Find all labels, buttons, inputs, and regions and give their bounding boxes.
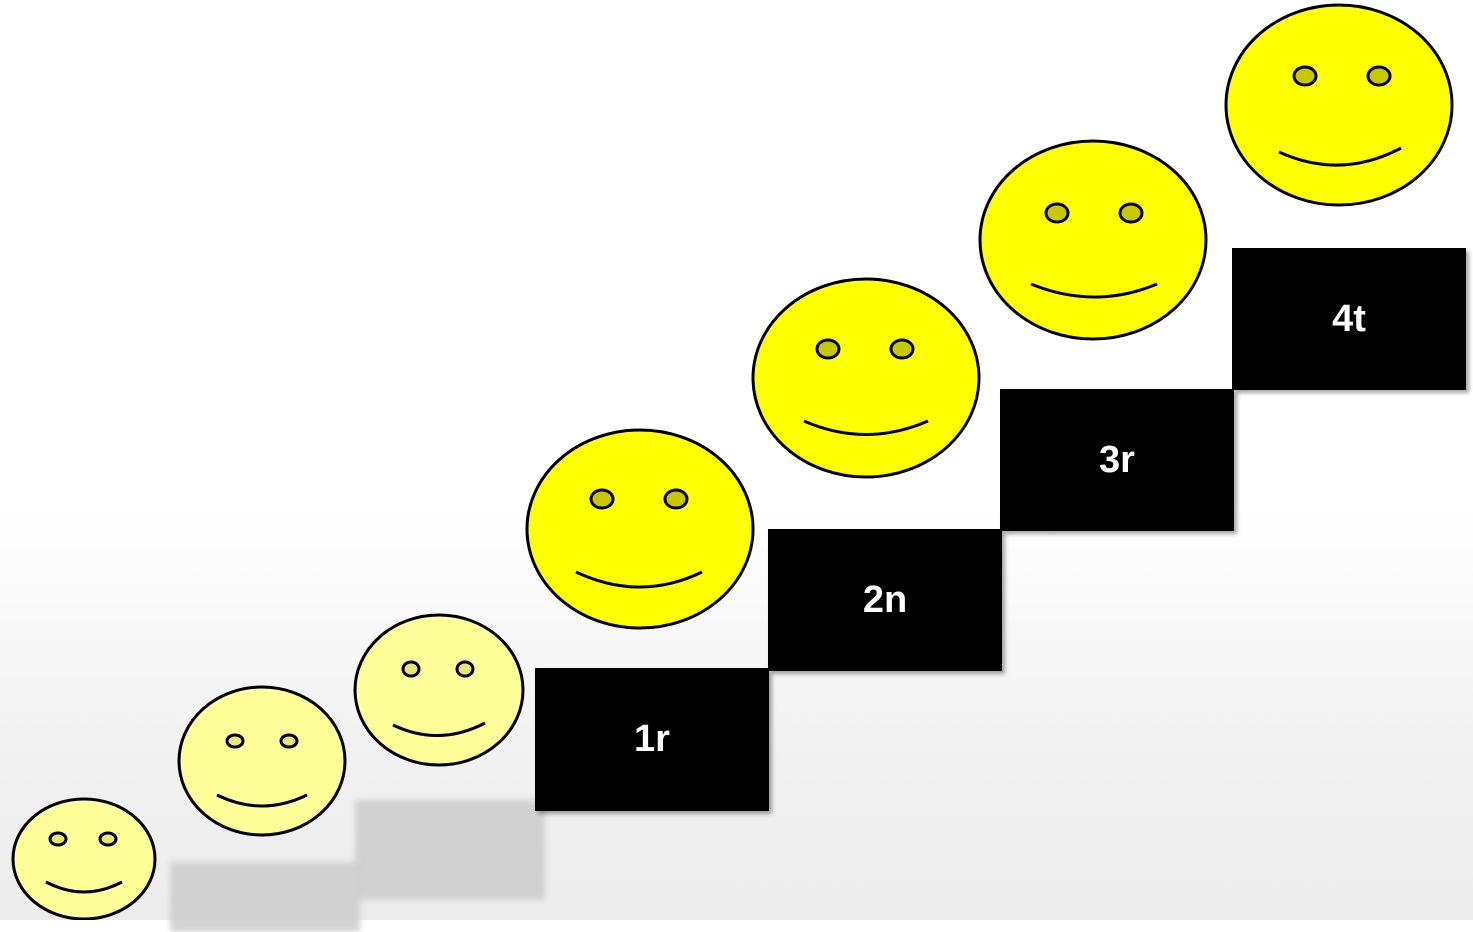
- step-label: 2n: [863, 579, 907, 622]
- smiley-face-icon: [524, 427, 757, 632]
- smiley-face-icon: [10, 795, 158, 920]
- step-1r: 1r: [535, 668, 769, 811]
- smiley-face-icon: [750, 276, 983, 480]
- step-label: 4t: [1332, 298, 1366, 341]
- faded-step-1: [170, 862, 360, 932]
- step-label: 3r: [1099, 439, 1135, 482]
- smiley-face-icon: [353, 613, 525, 768]
- smiley-face-icon: [977, 138, 1210, 342]
- step-4t: 4t: [1232, 248, 1466, 390]
- smiley-face-icon: [1223, 2, 1456, 208]
- step-label: 1r: [634, 718, 670, 761]
- step-3r: 3r: [1000, 389, 1234, 531]
- smiley-face-icon: [177, 685, 347, 837]
- faded-step-2: [355, 800, 545, 900]
- step-2n: 2n: [768, 529, 1002, 671]
